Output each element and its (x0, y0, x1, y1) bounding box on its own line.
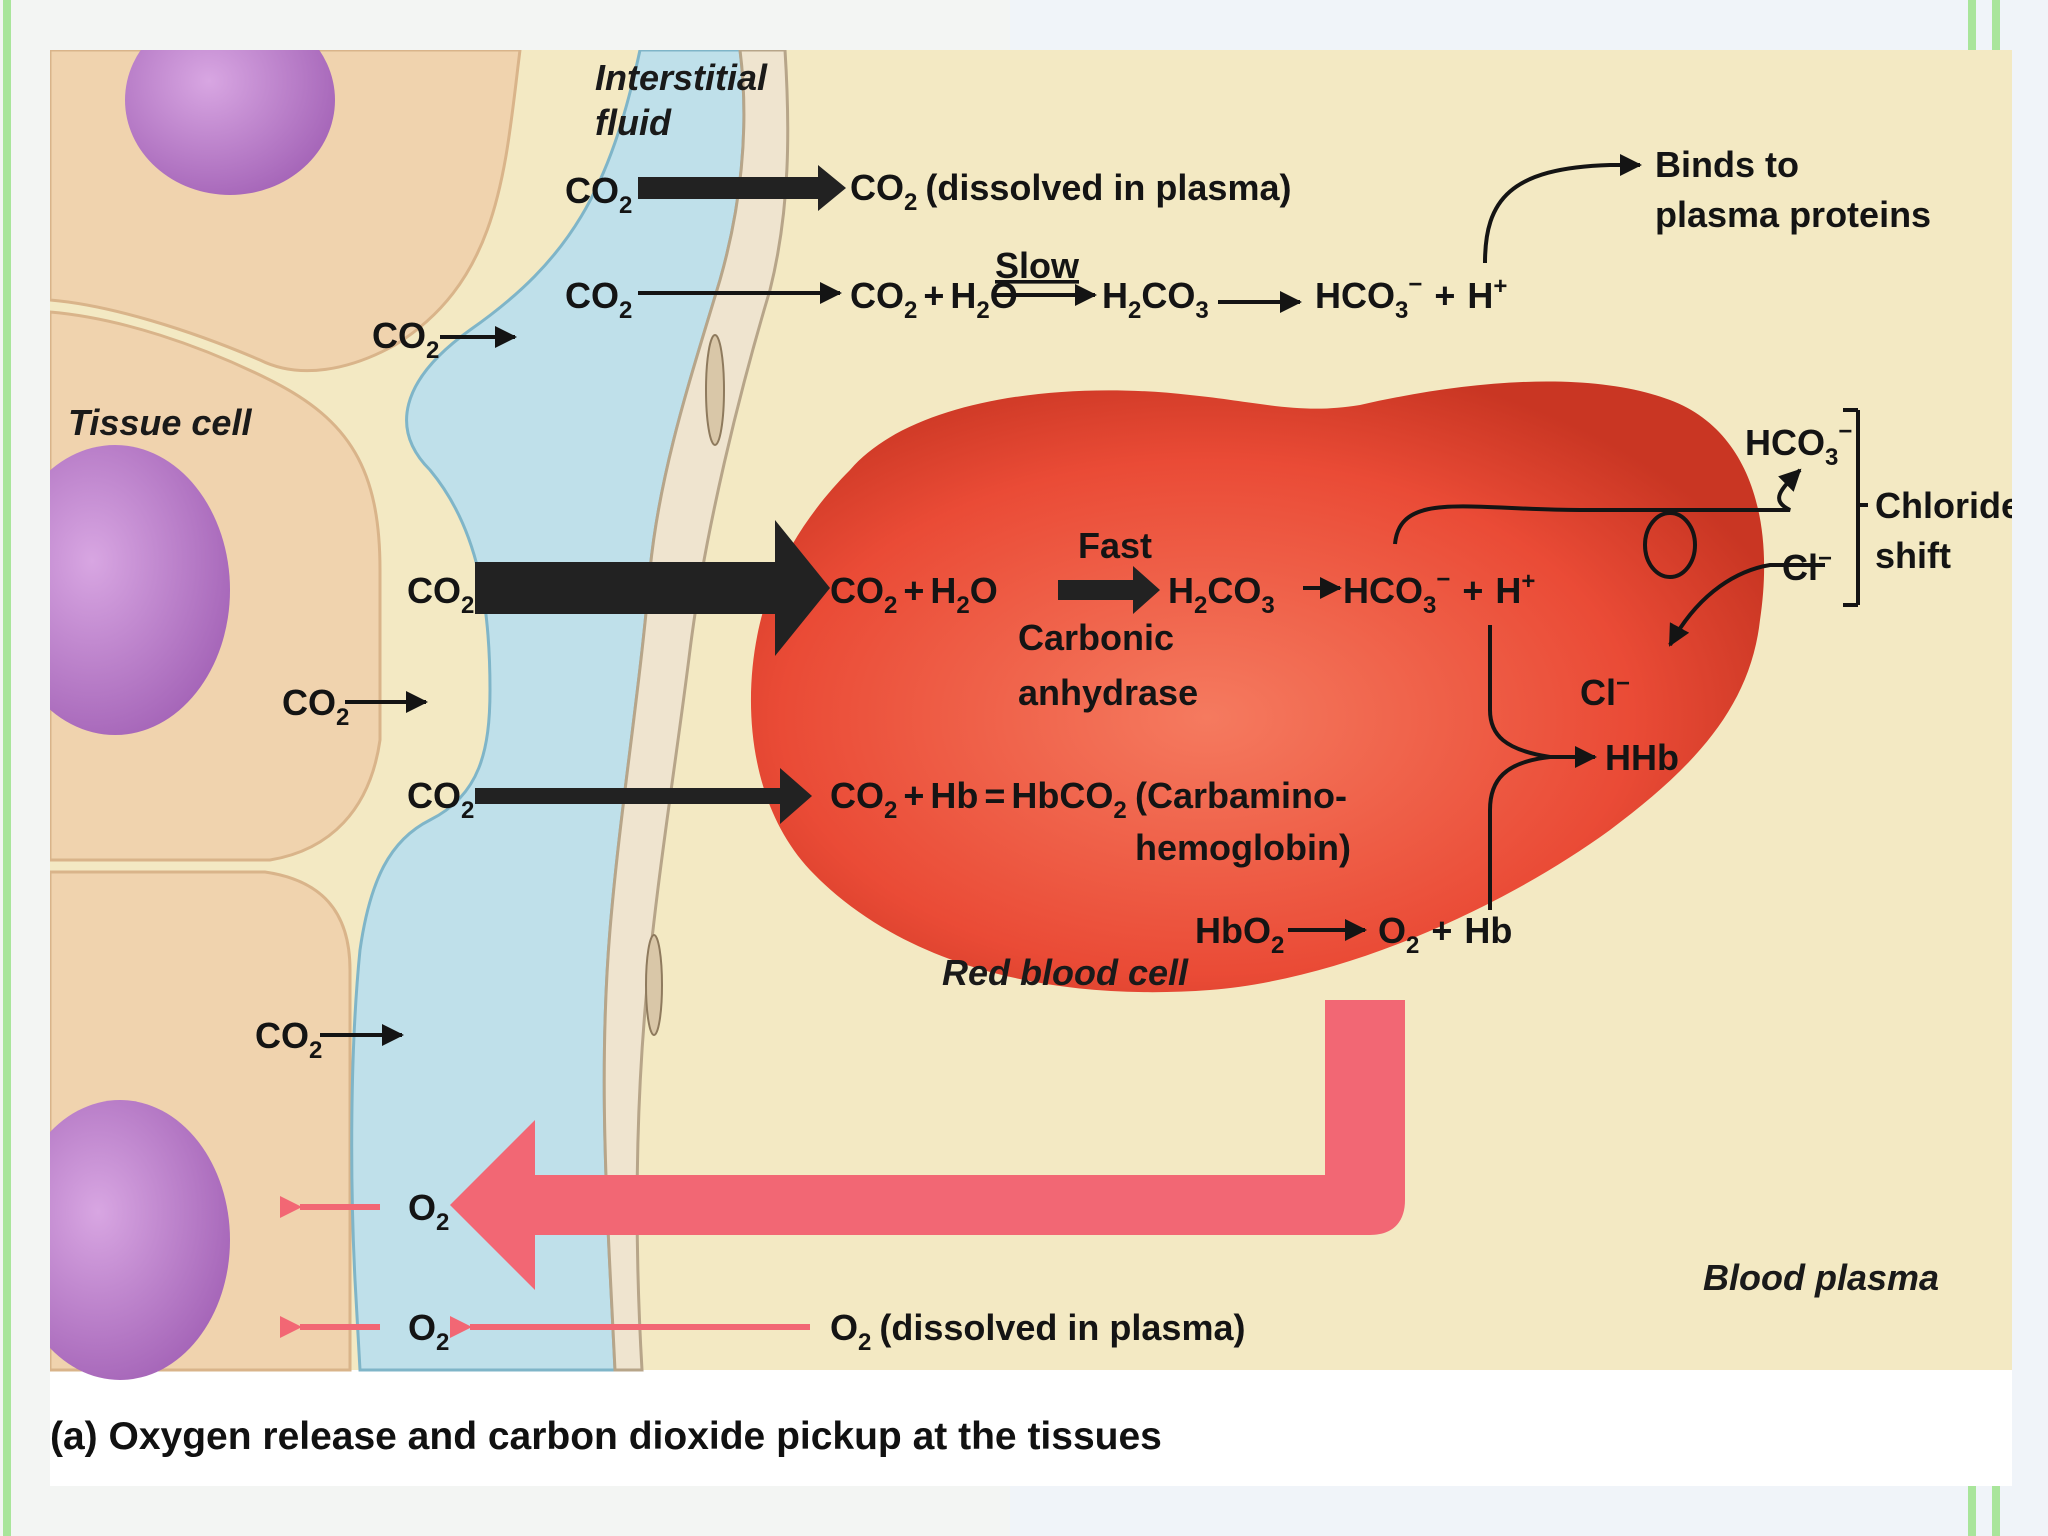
fast-arrow (1058, 566, 1160, 614)
red-blood-cell-label: Red blood cell (942, 952, 1189, 993)
o2-hb-products: O2+Hb (1378, 910, 1512, 959)
co2-label: CO2 (565, 275, 632, 324)
co2-label: CO2 (565, 170, 632, 219)
nucleus (50, 1100, 230, 1380)
red-blood-cell (750, 381, 1765, 993)
h2co3-plasma: H2CO3 (1102, 275, 1209, 324)
carbamino-reaction: CO2+Hb=HbCO2 (830, 775, 1127, 824)
figure-panel: Interstitial fluid Tissue cell Red blood… (50, 50, 2012, 1486)
hbo2-label: HbO2 (1195, 910, 1284, 959)
slow-label: Slow (995, 245, 1080, 286)
blood-plasma-label: Blood plasma (1703, 1257, 1939, 1298)
endothelial-nucleus (705, 334, 725, 446)
co2-dissolved-arrow (638, 165, 846, 211)
co2-thick-arrow (475, 520, 830, 656)
hco3-h-rbc: HCO3−+H+ (1343, 566, 1535, 619)
o2-label: O2 (408, 1307, 449, 1356)
co2-label: CO2 (407, 570, 474, 619)
co2-dissolved-text: CO2(dissolved in plasma) (850, 167, 1291, 216)
chloride-ion-in: Cl− (1580, 670, 1630, 713)
fast-reaction-reactants: CO2+H2O (830, 570, 998, 619)
co2-label: CO2 (407, 775, 474, 824)
tissue-cell-label: Tissue cell (68, 402, 252, 443)
hhb-label: HHb (1605, 737, 1679, 778)
chloride-shift-line1: Chloride (1875, 485, 2012, 526)
o2-label: O2 (408, 1187, 449, 1236)
chloride-ion-out: Cl− (1782, 545, 1832, 588)
gas-exchange-diagram: Interstitial fluid Tissue cell Red blood… (50, 50, 2012, 1380)
h2co3-rbc: H2CO3 (1168, 570, 1275, 619)
reaction-arrows (320, 154, 1868, 1046)
interstitial-label-line1: Interstitial (595, 57, 768, 98)
carbamino-label-line1: (Carbamino- (1135, 775, 1347, 816)
tissue-cells (50, 50, 522, 1380)
co2-medium-arrow (475, 768, 812, 824)
o2-dissolved-text: O2(dissolved in plasma) (830, 1307, 1245, 1356)
capillary-wall (602, 50, 790, 1372)
chloride-shift-line2: shift (1875, 535, 1951, 576)
anhydrase-label: anhydrase (1018, 672, 1198, 713)
o2-release-arrow (450, 1000, 1405, 1290)
carbonic-label: Carbonic (1018, 617, 1174, 658)
binds-label-line2: plasma proteins (1655, 194, 1931, 235)
interstitial-label-line2: fluid (595, 102, 672, 143)
slow-reaction-reactants: CO2+H2O (850, 275, 1018, 324)
endothelial-nucleus (645, 934, 663, 1036)
co2-label: CO2 (282, 682, 349, 731)
figure-caption: (a) Oxygen release and carbon dioxide pi… (50, 1415, 1162, 1458)
carbamino-label-line2: hemoglobin) (1135, 827, 1351, 868)
hco3-out-label: HCO3− (1745, 418, 1852, 471)
co2-label: CO2 (372, 315, 439, 364)
hco3-h-plasma: HCO3−+H+ (1315, 271, 1507, 324)
co2-label: CO2 (255, 1015, 322, 1064)
o2-small-arrows (280, 1196, 810, 1338)
slide-border-left (3, 0, 11, 1536)
fast-label: Fast (1078, 525, 1152, 566)
binds-label-line1: Binds to (1655, 144, 1799, 185)
nucleus (125, 50, 335, 195)
nucleus (50, 445, 230, 735)
